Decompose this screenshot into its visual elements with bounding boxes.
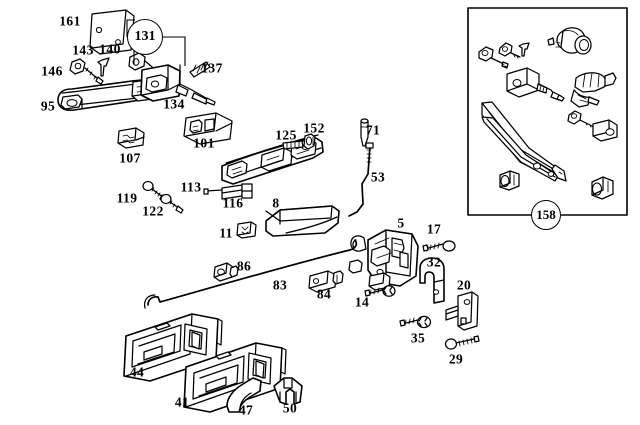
part-label-146: 146 — [41, 63, 63, 79]
part-label-95: 95 — [40, 98, 56, 114]
part-label-140: 140 — [99, 41, 121, 57]
part-label-8: 8 — [272, 195, 280, 211]
part-label-84: 84 — [316, 286, 332, 302]
part-label-35: 35 — [410, 330, 426, 346]
inset-lock-housing — [506, 67, 565, 102]
part-44-bezel — [123, 313, 223, 382]
part-label-44: 44 — [129, 364, 145, 380]
part-label-50: 50 — [282, 400, 298, 416]
inset-trim-rail — [481, 101, 567, 182]
part-label-20: 20 — [456, 277, 472, 293]
inset-panel-158 — [467, 7, 628, 216]
inset-key-2 — [498, 42, 521, 59]
part-label-14: 14 — [354, 294, 370, 310]
part-29-screw — [444, 335, 480, 350]
inset-key-3 — [518, 42, 530, 57]
part-5-latch-assembly — [348, 229, 419, 291]
callout-circle-158: 158 — [531, 200, 561, 230]
part-label-29: 29 — [448, 351, 464, 367]
part-101-bracket — [183, 112, 233, 145]
part-32-hook — [419, 257, 445, 304]
callout-circle-131: 131 — [127, 19, 163, 55]
part-125-spring — [282, 140, 304, 150]
part-label-122: 122 — [142, 203, 164, 219]
part-label-152: 152 — [303, 120, 325, 136]
part-146-screw — [69, 58, 104, 85]
part-label-47: 47 — [238, 402, 254, 418]
part-11-clip — [236, 221, 257, 239]
part-label-143: 143 — [72, 42, 94, 58]
part-label-107: 107 — [119, 150, 141, 166]
part-71-lock-pin — [360, 118, 369, 147]
inset-lock-cylinder-main — [547, 27, 592, 55]
part-86-clip — [213, 262, 239, 282]
part-label-5: 5 — [397, 215, 405, 231]
part-50-clip — [273, 377, 303, 405]
part-83-connecting-rod — [143, 239, 358, 309]
part-label-41: 41 — [174, 394, 190, 410]
part-label-119: 119 — [116, 190, 138, 206]
part-116-bracket — [203, 183, 253, 200]
part-152-bushing — [303, 133, 316, 150]
inset-bushing-left — [499, 170, 520, 191]
part-134-handle-base — [140, 64, 216, 106]
part-47-trim — [226, 377, 262, 413]
part-14-screw — [364, 285, 396, 297]
inset-key-cylinder — [567, 110, 618, 142]
inset-key-1 — [478, 46, 509, 69]
part-label-125: 125 — [275, 127, 297, 143]
inset-bushing-right — [591, 176, 614, 200]
part-122-screw — [160, 193, 184, 214]
part-label-53: 53 — [370, 169, 386, 185]
part-label-134: 134 — [163, 96, 185, 112]
part-107-clip — [117, 127, 145, 149]
part-label-86: 86 — [236, 258, 252, 274]
part-label-137: 137 — [201, 60, 223, 76]
part-label-32: 32 — [426, 254, 442, 270]
inset-lock-barrel — [570, 72, 617, 108]
part-35-screw — [399, 315, 432, 329]
part-label-11: 11 — [219, 225, 233, 241]
part-84-clip — [308, 270, 344, 293]
part-8-pull-grip — [265, 205, 340, 237]
part-17-screw — [422, 240, 456, 252]
part-161-plate — [89, 9, 135, 55]
part-label-83: 83 — [272, 277, 288, 293]
part-53-rod — [348, 142, 374, 217]
part-20-bracket — [445, 291, 479, 331]
part-label-17: 17 — [426, 221, 442, 237]
part-label-101: 101 — [193, 135, 215, 151]
part-label-71: 71 — [365, 122, 381, 138]
part-label-113: 113 — [180, 179, 202, 195]
part-143-clip — [97, 57, 110, 77]
part-label-116: 116 — [222, 195, 244, 211]
part-label-161: 161 — [59, 13, 81, 29]
part-137-spring — [189, 61, 211, 78]
